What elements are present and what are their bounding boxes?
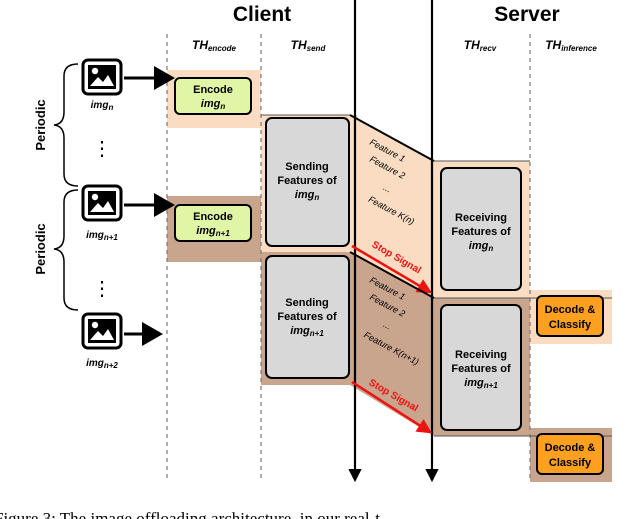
send-box-1-line2: Features of [277,175,337,187]
decode-box-2: Decode & Classify [536,433,604,475]
periodic-brace-2 [53,189,79,311]
ellipsis-2: ⋮ [92,278,112,300]
encode-box-2: Encode imgn+1 [174,204,252,242]
decode-box-1-line1: Decode & [545,304,596,316]
encode-box-1-line1: Encode [193,84,233,96]
image-label-1: imgn [91,100,114,112]
th-recv-label: THrecv [464,38,497,53]
send-box-2: Sending Features of imgn+1 [265,255,350,379]
periodic-label-2: Periodic [33,223,48,274]
image-icon-3 [81,312,123,350]
periodic-brace-1 [53,63,79,187]
image-label-2: imgn+1 [86,230,118,242]
transfer-2-stop-arrow [351,380,433,434]
recv-box-2-line1: Receiving [455,349,507,361]
transfer-1-stop-arrow [351,244,433,294]
recv-box-2-line2: Features of [451,363,511,375]
recv-box-2: Receiving Features of imgn+1 [440,304,522,431]
recv-box-1: Receiving Features of imgn [440,167,522,291]
recv-box-1-line1: Receiving [455,212,507,224]
encode-box-1: Encode imgn [174,77,252,115]
send-box-2-line3: imgn+1 [290,325,324,338]
th-encode-label: THencode [192,38,237,53]
band-connectors [261,114,612,437]
transfer-2-top-edge [349,251,435,299]
recv-box-1-line3: imgn [469,240,494,253]
send-box-2-line2: Features of [277,311,337,323]
transfer-band-2 [350,252,434,436]
bands [167,70,612,482]
recv-box-1-line2: Features of [451,226,511,238]
recv-box-2-line3: imgn+1 [464,377,498,390]
encode-box-2-line1: Encode [193,211,233,223]
periodic-label-1: Periodic [33,99,48,150]
send-box-1-line3: imgn [295,189,320,202]
send-box-2-line1: Sending [285,297,328,309]
send-box-1-line1: Sending [285,161,328,173]
decode-box-1-line2: Classify [549,319,592,331]
image-icon-2 [81,184,123,222]
encode-box-1-line2: imgn [201,98,226,111]
th-send-label: THsend [291,38,327,53]
th-inference-label: THinference [545,38,597,53]
server-heading: Server [494,3,559,26]
ellipsis-1: ⋮ [92,138,112,160]
encode-box-2-line2: imgn+1 [196,225,230,238]
figure-caption: Figure 3: The image offloading architect… [0,509,380,519]
decode-box-2-line1: Decode & [545,442,596,454]
decode-box-1: Decode & Classify [536,295,604,337]
transfer-1-dots: ... [382,182,393,194]
image-label-3: imgn+2 [86,358,118,370]
send-box-1: Sending Features of imgn [265,117,350,247]
transfer-1-top-edge [349,114,435,162]
transfer-2-dots: ... [382,319,393,331]
decode-box-2-line2: Classify [549,457,592,469]
column-separators [166,34,531,480]
image-icon-1 [81,58,123,96]
client-heading: Client [233,3,291,26]
transfer-band-1 [350,115,434,298]
